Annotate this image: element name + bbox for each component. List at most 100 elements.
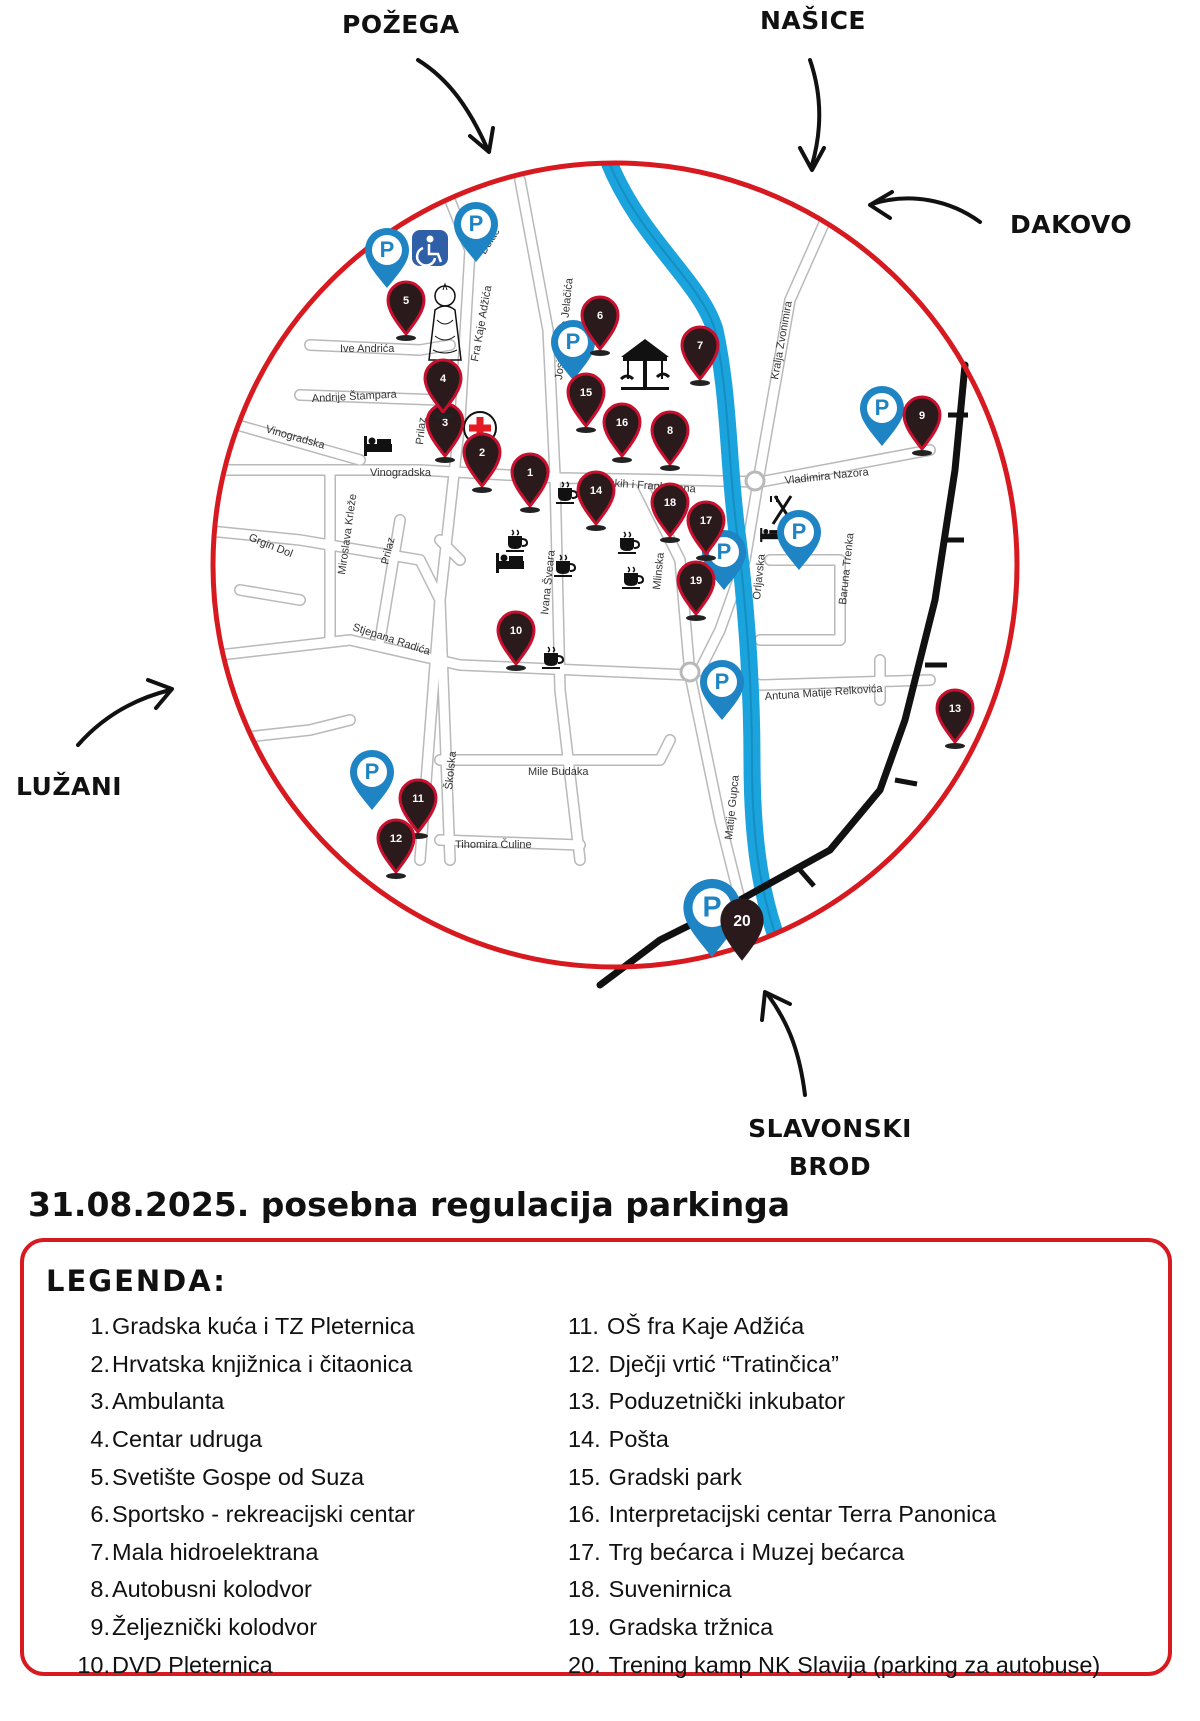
location-marker-5: 5 — [386, 280, 426, 343]
legend-item: 8.Autobusni kolodvor — [34, 1571, 554, 1609]
svg-text:P: P — [717, 539, 732, 564]
legend-item-label: Željeznički kolodvor — [112, 1614, 318, 1641]
location-marker-3: 3 — [425, 402, 465, 465]
location-marker-4: 4 — [423, 358, 463, 421]
location-marker-20: 20 — [720, 898, 764, 961]
svg-text:P: P — [365, 759, 380, 784]
location-marker-12: 12 — [376, 818, 416, 881]
legend-item-label: Autobusni kolodvor — [112, 1576, 312, 1603]
location-marker-9: 9 — [902, 395, 942, 458]
svg-text:P: P — [715, 669, 730, 694]
legend-item: 1.Gradska kuća i TZ Pleternica — [34, 1308, 554, 1346]
location-marker-11: 11 — [398, 778, 438, 841]
svg-text:19: 19 — [690, 575, 702, 587]
legend-item-number: 4. — [90, 1426, 110, 1453]
legend-item-label: DVD Pleternica — [112, 1651, 273, 1678]
svg-text:14: 14 — [590, 485, 603, 497]
parking-marker-icon: P — [454, 202, 498, 262]
svg-text:13: 13 — [949, 703, 961, 715]
legend-item-number: 8. — [90, 1576, 110, 1603]
legend-item-number: 11. — [568, 1313, 599, 1340]
city-map[interactable]: Dolac Fra Kaje Adžića Ive Andrića Josipa… — [0, 0, 1200, 1180]
location-marker-18: 18 — [650, 482, 690, 545]
bed-icon — [496, 553, 524, 573]
street-label: Kralja Zvonimira — [769, 299, 795, 380]
legend-item-label: Gradska kuća i TZ Pleternica — [112, 1313, 415, 1340]
svg-text:3: 3 — [442, 417, 448, 429]
direction-label-pozega: POŽEGA — [342, 10, 460, 39]
legend-item-number: 5. — [90, 1463, 110, 1490]
street-label: Mile Budaka — [528, 766, 589, 778]
legend-item: 3.Ambulanta — [34, 1383, 554, 1421]
parking-marker-icon: P — [683, 879, 741, 957]
street-label: Tihomira Čuline — [455, 838, 532, 851]
legend-item: 17. Trg bećarca i Muzej bećarca — [568, 1534, 1168, 1572]
street-label: Školska — [442, 750, 459, 791]
legend-item-label: Centar udruga — [112, 1426, 263, 1453]
legend-item-label: Gradski park — [608, 1463, 742, 1490]
parking-marker-icon: P — [350, 750, 394, 810]
map-boundary-ring — [210, 160, 1020, 970]
svg-text:2: 2 — [479, 447, 485, 459]
location-marker-19: 19 — [676, 560, 716, 623]
legend-item-number: 20. — [568, 1651, 601, 1678]
street-label: Mlinska — [651, 551, 667, 590]
legend-item: 16.Interpretacijski centar Terra Panonic… — [568, 1496, 1168, 1534]
svg-text:1: 1 — [527, 467, 533, 479]
location-marker-2: 2 — [462, 432, 502, 495]
svg-text:16: 16 — [616, 417, 628, 429]
coffee-cup-icon — [617, 531, 640, 555]
svg-text:18: 18 — [664, 497, 676, 509]
legend-item: 18.Suvenirnica — [568, 1571, 1168, 1609]
carousel-icon — [619, 339, 671, 390]
direction-arrow-icon — [766, 993, 807, 1097]
legend-item: 2.Hrvatska knjižnica i čitaonica — [34, 1346, 554, 1384]
parking-marker-icon: P — [551, 320, 595, 380]
direction-arrow-icon — [808, 58, 822, 167]
street-label: Baruna Trenka — [837, 531, 857, 605]
legend-item: 6.Sportsko - rekreacijski centar — [34, 1496, 554, 1534]
legend-item: 5.Svetište Gospe od Suza — [34, 1458, 554, 1496]
roundabout — [679, 661, 701, 683]
location-marker-7: 7 — [680, 325, 720, 388]
street-label: Vinogradska — [370, 467, 432, 479]
legend-item-number: 12. — [568, 1350, 601, 1377]
legend-item: 13.Poduzetnički inkubator — [568, 1383, 1168, 1421]
legend-item-number: 19. — [568, 1614, 601, 1641]
direction-label-nasice: NAŠICE — [760, 6, 867, 35]
legend-item-number: 1. — [90, 1313, 110, 1340]
location-marker-14: 14 — [576, 470, 616, 533]
legend-item-number: 9. — [90, 1614, 110, 1641]
coffee-cup-icon — [621, 566, 644, 590]
legend-item-number: 10. — [77, 1651, 110, 1678]
legend-item-number: 7. — [90, 1538, 110, 1565]
svg-text:20: 20 — [733, 913, 751, 930]
parking-marker-icon: P — [777, 510, 821, 570]
svg-text:7: 7 — [697, 340, 703, 352]
svg-text:11: 11 — [412, 793, 424, 805]
parking-marker-icon: P — [365, 228, 409, 288]
legend-item-number: 2. — [90, 1350, 110, 1377]
direction-label-slavonski-brod: SLAVONSKI BROD — [740, 1110, 920, 1186]
legend-item-label: Poduzetnički inkubator — [608, 1388, 846, 1415]
svg-text:10: 10 — [510, 625, 522, 637]
legend-item: 4.Centar udruga — [34, 1421, 554, 1459]
street-label: Orljavska — [751, 553, 768, 601]
street-label: Miroslava Krleže — [336, 493, 359, 575]
railway-icon — [596, 361, 969, 989]
direction-label-dakovo: DAKOVO — [1010, 210, 1133, 239]
legend-item-label: Trg bećarca i Muzej bećarca — [608, 1538, 905, 1565]
legend-item-number: 17. — [568, 1538, 601, 1565]
accessibility-icon — [412, 230, 448, 267]
legend-item: 7.Mala hidroelektrana — [34, 1534, 554, 1572]
direction-arrow-icon — [76, 688, 172, 747]
location-marker-15: 15 — [566, 372, 606, 435]
legend-item-number: 14. — [568, 1426, 601, 1453]
parking-marker-icon: P — [702, 530, 746, 590]
legend-item-label: Dječji vrtić “Tratinčica” — [608, 1350, 839, 1377]
legend-item-number: 6. — [90, 1501, 110, 1528]
location-marker-16: 16 — [602, 402, 642, 465]
svg-text:12: 12 — [390, 833, 402, 845]
